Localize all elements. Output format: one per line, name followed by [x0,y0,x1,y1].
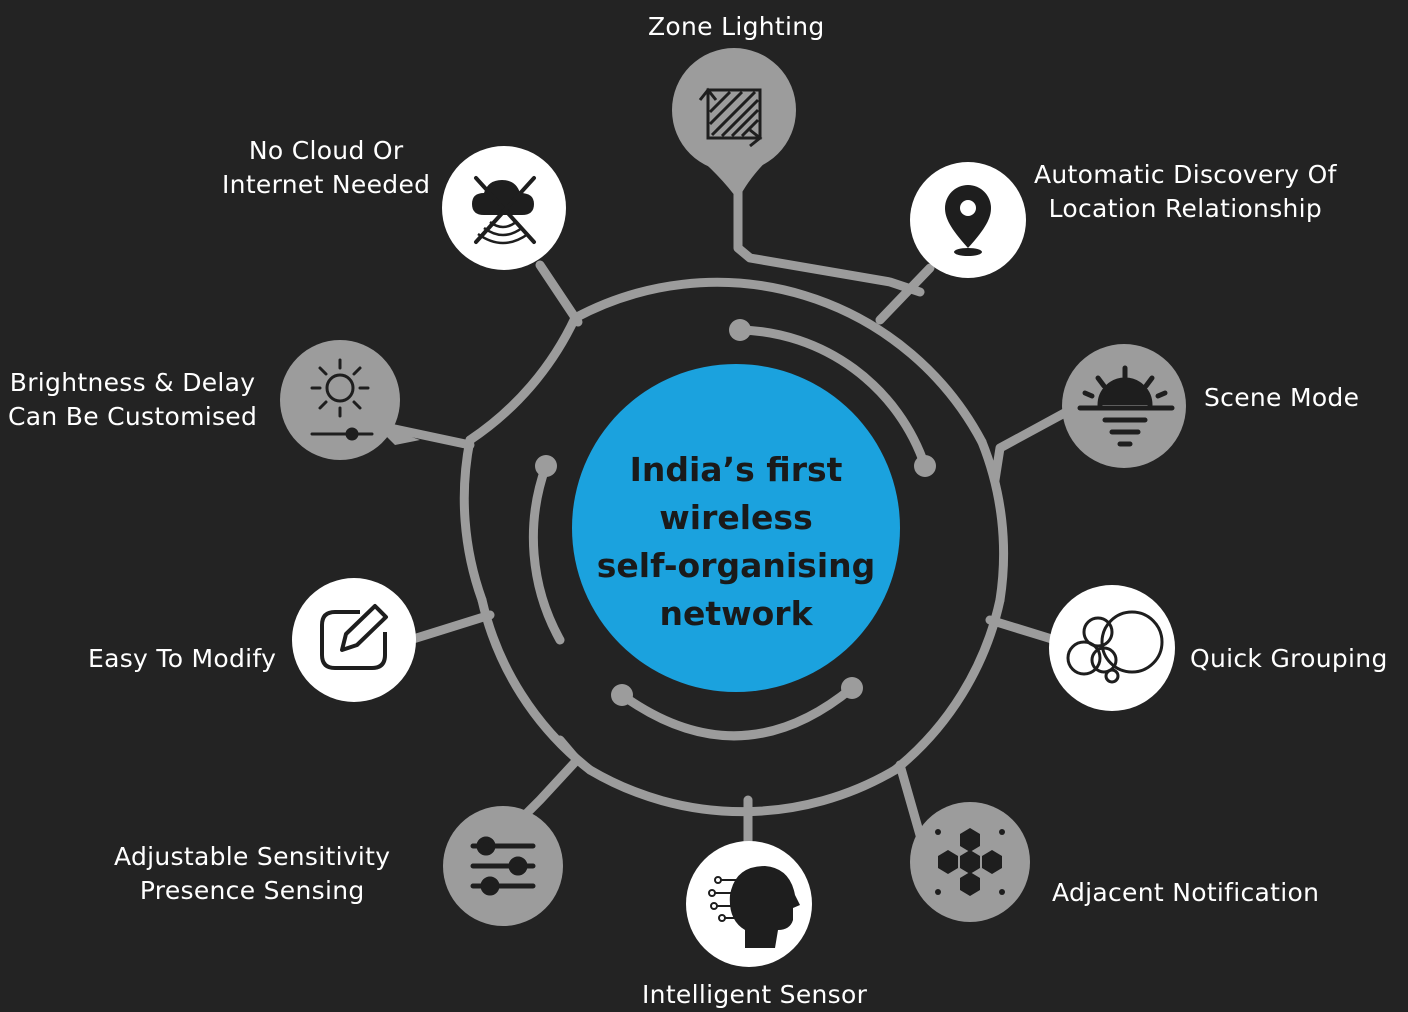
spoke-brightness [385,423,475,450]
edit-pencil-icon [320,604,388,670]
label-brightness-delay: Brightness & Delay Can Be Customised [8,368,258,431]
outer-ring-left-side [459,435,487,605]
spoke-location [875,263,935,325]
outer-ring-right-side [977,437,1009,605]
spoke-easy [405,610,495,645]
label-easy-to-modify: Easy To Modify [88,644,277,673]
inner-arc-bottom [617,683,857,741]
inner-arc-left [528,461,565,645]
inner-arc-ends [535,319,936,706]
node-adjacent-notification [910,802,1030,922]
center-title: India’s first wireless self-organising n… [572,446,900,638]
location-pin-icon [945,185,991,256]
sun-slider-icon [310,358,374,441]
node-easy-to-modify [292,578,416,702]
node-quick-grouping [1049,585,1175,711]
node-location [910,162,1026,278]
outer-ring-right [570,277,987,447]
spoke-zone-lighting [733,160,925,297]
no-cloud-icon [472,176,536,245]
label-zone-lighting: Zone Lighting [648,12,825,41]
spoke-no-cloud [535,260,583,327]
zone-hatch-icon [698,87,763,148]
node-adjustable-sensitivity [443,806,563,926]
center-title-line: network [659,594,813,633]
center-circle [572,364,900,692]
label-scene-mode: Scene Mode [1204,383,1360,412]
hexagon-network-icon [935,828,1005,896]
label-adjustable-sensitivity: Adjustable Sensitivity Presence Sensing [114,842,391,905]
center-title-line: self-organising [596,546,876,585]
node-intelligent-sensor [686,841,812,967]
sunrise-icon [1077,365,1175,447]
outer-ring-left [465,313,580,445]
spoke-adjacent [895,760,925,840]
center-title-line: India’s first [629,450,843,489]
node-scene-mode [1062,344,1186,468]
connector-lines [385,160,1075,855]
inner-arc-top [735,325,930,471]
node-zone-lighting [672,48,796,200]
center-title-line: wireless [659,498,813,537]
spoke-grouping [985,615,1060,645]
ai-head-icon [708,866,800,948]
node-brightness-delay [280,340,420,460]
label-quick-grouping: Quick Grouping [1190,644,1388,673]
spoke-scene [990,405,1075,485]
outer-ring-bottom-right [890,595,1005,775]
node-no-cloud [442,146,566,270]
label-no-cloud: No Cloud Or Internet Needed [222,136,431,199]
label-adjacent-notification: Adjacent Notification [1052,878,1320,907]
sliders-icon [470,836,536,896]
outer-ring-bottom [585,765,900,817]
label-intelligent-sensor: Intelligent Sensor [642,980,868,1009]
label-automatic-discovery: Automatic Discovery Of Location Relation… [1034,160,1337,223]
bubbles-icon [1066,610,1164,684]
